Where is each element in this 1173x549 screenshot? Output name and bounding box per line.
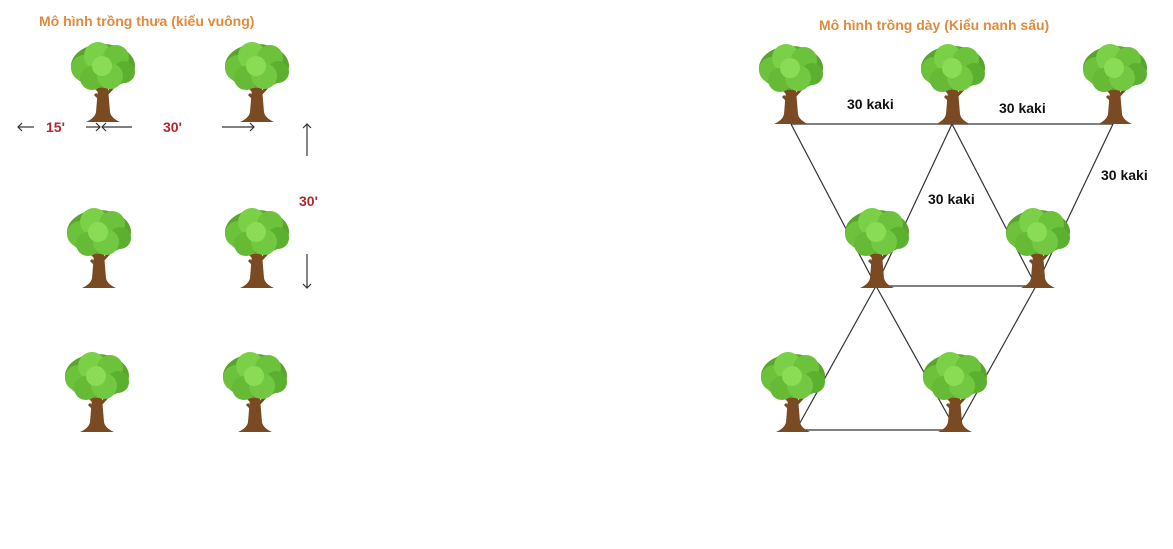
column-spacing-label: 30' [163,119,182,135]
tree-icon [750,40,832,126]
square-layout-title: Mô hình trồng thưa (kiểu vuông) [39,13,255,29]
row-spacing-label: 30' [299,193,318,209]
tree-icon [912,40,994,126]
spacing-label-top-right: 30 kaki [999,100,1046,116]
tree-icon [914,348,996,434]
spacing-label-diagonal: 30 kaki [1101,167,1148,183]
tree-icon [836,204,918,290]
spacing-arrows [17,122,255,132]
tree-icon [752,348,834,434]
tree-icon [997,204,1079,290]
spacing-label-top-left: 30 kaki [847,96,894,112]
zigzag-layout-title: Mô hình trồng dày (Kiểu nanh sấu) [819,17,1050,33]
edge-spacing-label: 15' [46,119,65,135]
spacing-label-center: 30 kaki [928,191,975,207]
tree-icon [1074,40,1156,126]
vertical-arrow-icon [302,123,312,289]
